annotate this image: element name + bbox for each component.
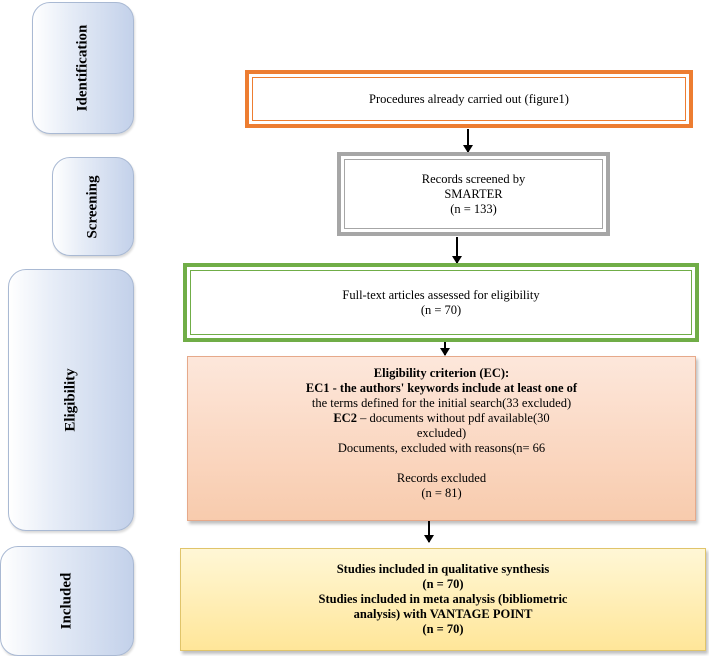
included-line-1: Studies included in qualitative synthesi… — [336, 562, 550, 576]
arrow-3 — [440, 342, 450, 356]
arrow-4 — [424, 521, 434, 543]
screened-line-3: (n = 133) — [450, 201, 497, 216]
included-line-3: Studies included in meta analysis (bibli… — [318, 592, 568, 606]
included-line-2: (n = 70) — [422, 577, 464, 591]
stage-screening: Screening — [52, 157, 134, 256]
screened-line-2: SMARTER — [444, 186, 503, 201]
documents-excluded-text: Documents, excluded with reasons(n= 66 — [337, 441, 546, 455]
fulltext-line-2: (n = 70) — [420, 302, 462, 317]
screened-box: Records screened by SMARTER (n = 133) — [337, 152, 610, 236]
criteria-ec1-text: the terms defined for the initial search… — [311, 396, 572, 410]
procedures-text: Procedures already carried out (figure1) — [369, 91, 569, 106]
screened-line-1: Records screened by — [421, 171, 526, 186]
criteria-ec1-heading: EC1 - the authors' keywords include at l… — [305, 381, 578, 395]
procedures-box: Procedures already carried out (figure1) — [245, 70, 693, 128]
criteria-title: Eligibility criterion (EC): — [373, 366, 510, 380]
fulltext-box: Full-text articles assessed for eligibil… — [183, 263, 699, 342]
records-excluded-count: (n = 81) — [421, 486, 462, 500]
included-line-5: (n = 70) — [422, 622, 464, 636]
criteria-box: Eligibility criterion (EC): EC1 - the au… — [187, 356, 696, 521]
criteria-ec2-label: EC2 — [333, 411, 357, 425]
stage-eligibility: Eligibility — [8, 269, 134, 531]
stage-identification: Identification — [32, 2, 134, 134]
stage-identification-label: Identification — [74, 24, 91, 112]
criteria-ec2-text: EC2 – documents without pdf available(30 — [188, 411, 695, 426]
stage-screening-label: Screening — [84, 174, 101, 239]
stage-eligibility-label: Eligibility — [62, 368, 79, 432]
included-line-4: analysis) with VANTAGE POINT — [353, 607, 533, 621]
fulltext-line-1: Full-text articles assessed for eligibil… — [342, 287, 540, 302]
records-excluded-text: Records excluded — [396, 471, 487, 485]
included-box: Studies included in qualitative synthesi… — [180, 548, 706, 651]
criteria-ec2-continued: excluded) — [416, 426, 467, 440]
arrow-1 — [463, 129, 473, 153]
stage-included-label: Included — [58, 572, 75, 630]
stage-included: Included — [0, 546, 134, 656]
criteria-ec2-rest: – documents without pdf available(30 — [356, 411, 550, 425]
arrow-2 — [452, 237, 462, 264]
